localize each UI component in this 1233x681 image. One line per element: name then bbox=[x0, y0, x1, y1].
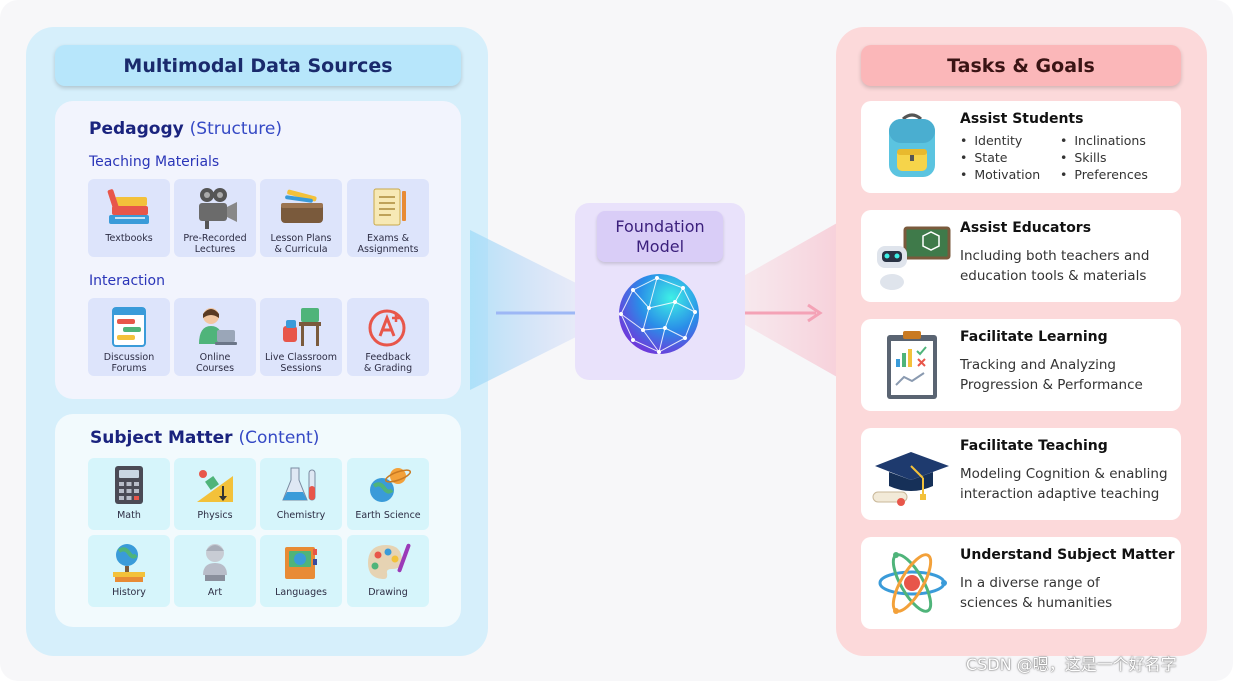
tile-physics: Physics bbox=[174, 458, 256, 530]
grade-a-plus-icon bbox=[368, 309, 406, 347]
tile-languages: Languages bbox=[260, 535, 342, 607]
task-description: Tracking and Analyzing Progression & Per… bbox=[960, 357, 1143, 393]
task-description: In a diverse range of sciences & humanit… bbox=[960, 575, 1113, 611]
language-book-icon bbox=[285, 547, 317, 579]
tile-drawing: Drawing bbox=[347, 535, 429, 607]
books-icon bbox=[107, 189, 149, 224]
tile-label: Pre-Recorded Lectures bbox=[183, 233, 247, 255]
bullet-item: State bbox=[960, 150, 1060, 165]
paint-palette-icon bbox=[368, 543, 411, 579]
task-description: Modeling Cognition & enabling interactio… bbox=[960, 466, 1168, 502]
tile-lesson-plans: Lesson Plans & Curricula bbox=[260, 179, 342, 257]
online-student-icon bbox=[199, 308, 237, 345]
clipboard-chart-icon bbox=[887, 331, 937, 399]
pedagogy-qualifier: (Structure) bbox=[189, 119, 283, 139]
tile-label: Chemistry bbox=[276, 510, 326, 521]
bullet-item: Identity bbox=[960, 133, 1060, 148]
pedagogy-title: Pedagogy bbox=[89, 119, 184, 139]
watermark: CSDN @嗯，这是一个好名字 bbox=[966, 655, 1177, 674]
globe-books-icon bbox=[113, 544, 145, 582]
tile-earth-science: Earth Science bbox=[347, 458, 429, 530]
robot-teacher-icon bbox=[877, 226, 951, 290]
calculator-icon bbox=[115, 466, 143, 504]
task-title: Assist Students bbox=[960, 111, 1084, 127]
task-title: Understand Subject Matter bbox=[960, 547, 1175, 563]
foundation-model-title-line2: Model bbox=[635, 236, 685, 256]
bust-statue-icon bbox=[203, 544, 227, 581]
subject-matter-heading: Subject Matter (Content) bbox=[90, 428, 319, 448]
tile-math: Math bbox=[88, 458, 170, 530]
data-sources-title: Multimodal Data Sources bbox=[55, 45, 461, 86]
tile-exams: Exams & Assignments bbox=[347, 179, 429, 257]
bullet-item: Preferences bbox=[1060, 167, 1170, 182]
tile-live-classroom: Live Classroom Sessions bbox=[260, 298, 342, 376]
tile-history: History bbox=[88, 535, 170, 607]
atom-icon bbox=[878, 552, 947, 614]
tile-label: Discussion Forums bbox=[103, 352, 155, 374]
task-facilitate-learning: Facilitate Learning Tracking and Analyzi… bbox=[861, 319, 1181, 411]
tile-label: Online Courses bbox=[195, 352, 235, 374]
exam-paper-icon bbox=[373, 188, 406, 226]
tile-label: Physics bbox=[197, 510, 233, 521]
tile-pre-recorded-lectures: Pre-Recorded Lectures bbox=[174, 179, 256, 257]
subject-matter-title: Subject Matter bbox=[90, 428, 233, 448]
interaction-label: Interaction bbox=[89, 273, 165, 289]
tile-label: Feedback & Grading bbox=[363, 352, 413, 374]
forum-window-icon bbox=[112, 307, 146, 347]
bullet-item: Inclinations bbox=[1060, 133, 1170, 148]
tile-label: Exams & Assignments bbox=[357, 233, 419, 255]
pencil-case-icon bbox=[281, 189, 323, 223]
input-beam bbox=[470, 230, 610, 390]
tile-label: Earth Science bbox=[355, 510, 421, 521]
planets-icon bbox=[370, 468, 412, 502]
tile-label: Math bbox=[117, 510, 141, 521]
tile-label: Textbooks bbox=[105, 233, 153, 244]
bullet-item: Skills bbox=[1060, 150, 1170, 165]
tasks-goals-title: Tasks & Goals bbox=[861, 45, 1181, 86]
bullet-item: Motivation bbox=[960, 167, 1060, 182]
task-facilitate-teaching: Facilitate Teaching Modeling Cognition &… bbox=[861, 428, 1181, 520]
tile-label: Drawing bbox=[368, 587, 408, 598]
tile-label: Lesson Plans & Curricula bbox=[270, 233, 332, 255]
tile-textbooks: Textbooks bbox=[88, 179, 170, 257]
task-title: Facilitate Learning bbox=[960, 329, 1108, 345]
tile-label: Languages bbox=[275, 587, 327, 598]
classroom-desk-icon bbox=[283, 308, 321, 346]
foundation-model-title-line1: Foundation bbox=[615, 216, 705, 236]
task-description: Including both teachers and education to… bbox=[960, 248, 1150, 284]
subject-matter-qualifier: (Content) bbox=[238, 428, 320, 448]
task-title: Assist Educators bbox=[960, 220, 1092, 236]
task-understand-subject-matter: Understand Subject Matter In a diverse r… bbox=[861, 537, 1181, 629]
chemistry-flask-icon bbox=[282, 467, 316, 501]
tile-feedback-grading: Feedback & Grading bbox=[347, 298, 429, 376]
task-assist-educators: Assist Educators Including both teachers… bbox=[861, 210, 1181, 302]
graduation-cap-icon bbox=[872, 452, 949, 506]
video-camera-icon bbox=[199, 188, 237, 229]
backpack-icon bbox=[889, 113, 935, 177]
output-beam bbox=[710, 210, 860, 390]
tile-label: Art bbox=[207, 587, 223, 598]
tile-art: Art bbox=[174, 535, 256, 607]
tile-online-courses: Online Courses bbox=[174, 298, 256, 376]
tile-discussion-forums: Discussion Forums bbox=[88, 298, 170, 376]
neural-globe-icon bbox=[619, 274, 699, 354]
tile-label: Live Classroom Sessions bbox=[265, 352, 337, 374]
teaching-materials-label: Teaching Materials bbox=[89, 154, 220, 170]
physics-ramp-icon bbox=[197, 470, 233, 502]
tile-label: History bbox=[112, 587, 146, 598]
task-title: Facilitate Teaching bbox=[960, 438, 1108, 454]
task-assist-students: Assist Students Identity Inclinations St… bbox=[861, 101, 1181, 193]
student-attributes-list: Identity Inclinations State Skills Motiv… bbox=[960, 133, 1175, 182]
tile-chemistry: Chemistry bbox=[260, 458, 342, 530]
pedagogy-heading: Pedagogy (Structure) bbox=[89, 119, 282, 139]
